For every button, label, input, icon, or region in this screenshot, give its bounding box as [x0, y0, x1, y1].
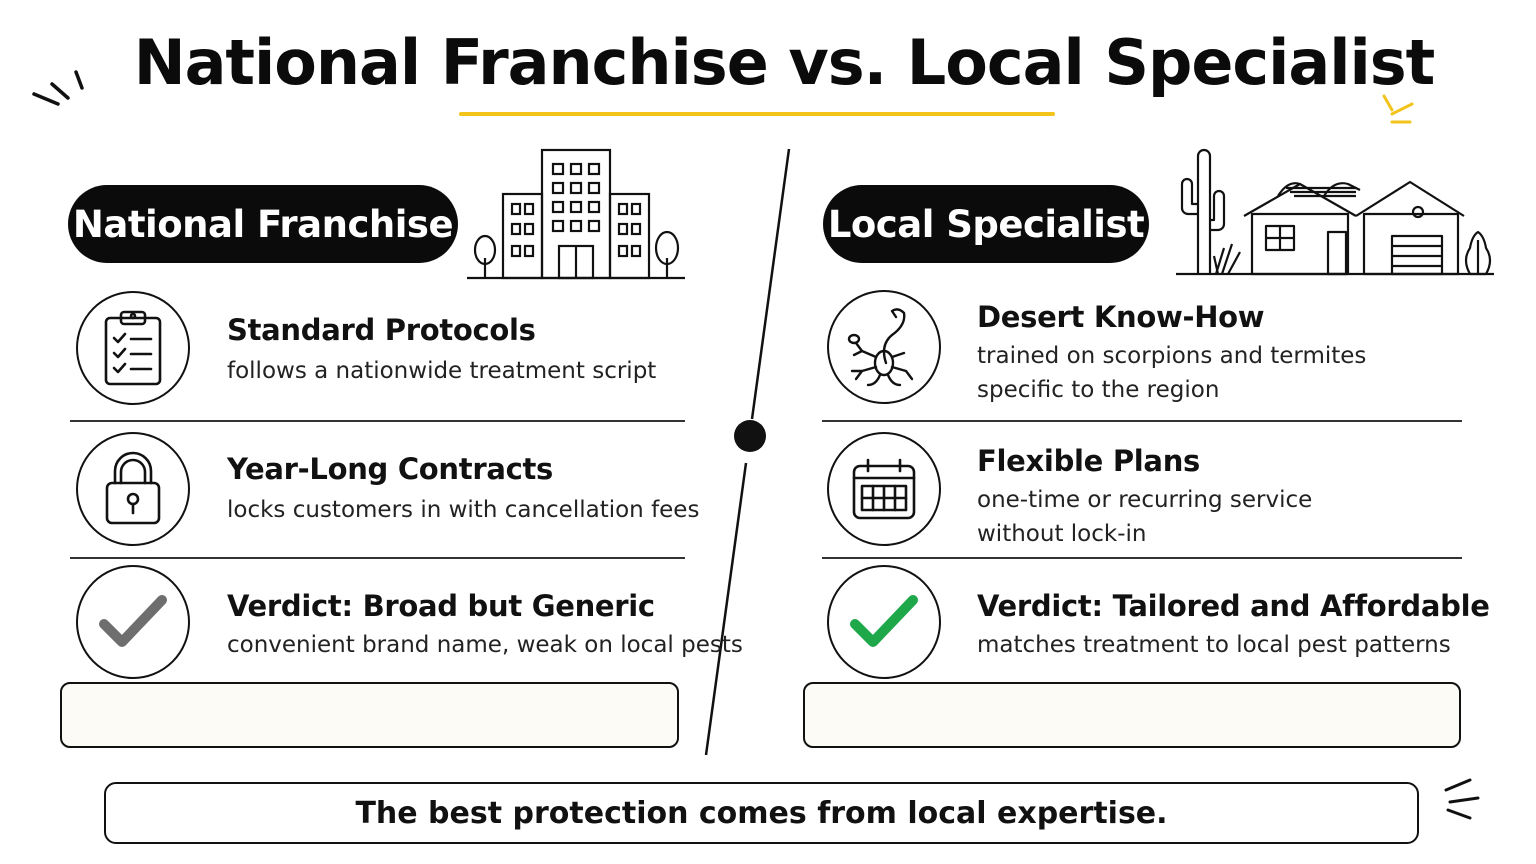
- calendar-icon: [827, 432, 941, 546]
- year-long-contracts-desc: locks customers in with cancellation fee…: [227, 497, 700, 523]
- flexible-plans-desc-1: one-time or recurring service: [977, 487, 1313, 513]
- desert-know-how-title: Desert Know-How: [977, 300, 1265, 334]
- left-divider-1: [70, 420, 685, 422]
- verdict-broad-desc: convenient brand name, weak on local pes…: [227, 632, 743, 658]
- desert-know-how-desc-2: specific to the region: [977, 377, 1220, 403]
- verdict-tailored-desc: matches treatment to local pest patterns: [977, 632, 1451, 658]
- standard-protocols-desc: follows a nationwide treatment script: [227, 358, 657, 384]
- local-specialist-heading: Local Specialist: [823, 185, 1149, 263]
- flexible-plans-title: Flexible Plans: [977, 444, 1200, 478]
- footer-banner: The best protection comes from local exp…: [104, 782, 1419, 844]
- doodle-burst-left-icon: [32, 70, 84, 106]
- padlock-icon: [76, 432, 190, 546]
- gray-checkmark-icon: [76, 565, 190, 679]
- desert-know-how-desc-1: trained on scorpions and termites: [977, 343, 1367, 369]
- desert-house-cactus-icon: [1176, 148, 1494, 276]
- scorpion-icon: [827, 290, 941, 404]
- flexible-plans-desc-2: without lock-in: [977, 521, 1147, 547]
- left-divider-2: [70, 557, 685, 559]
- doodle-burst-right-icon: [1382, 94, 1414, 124]
- verdict-broad-title: Verdict: Broad but Generic: [227, 589, 655, 623]
- right-divider-1: [822, 420, 1462, 422]
- verdict-tailored-title: Verdict: Tailored and Affordable: [977, 589, 1490, 623]
- title-underline: [459, 112, 1055, 116]
- footer-text: The best protection comes from local exp…: [355, 795, 1168, 831]
- page-title: National Franchise vs. Local Specialist: [133, 26, 1436, 99]
- center-divider: [704, 148, 791, 756]
- national-franchise-heading: National Franchise: [68, 185, 458, 263]
- right-divider-2: [822, 557, 1462, 559]
- right-empty-box: [803, 682, 1461, 748]
- clipboard-checklist-icon: [76, 291, 190, 405]
- office-building-icon: [467, 148, 685, 280]
- standard-protocols-title: Standard Protocols: [227, 313, 536, 347]
- left-empty-box: [60, 682, 679, 748]
- green-checkmark-icon: [827, 565, 941, 679]
- year-long-contracts-title: Year-Long Contracts: [227, 452, 554, 486]
- doodle-burst-bottom-icon: [1444, 778, 1480, 820]
